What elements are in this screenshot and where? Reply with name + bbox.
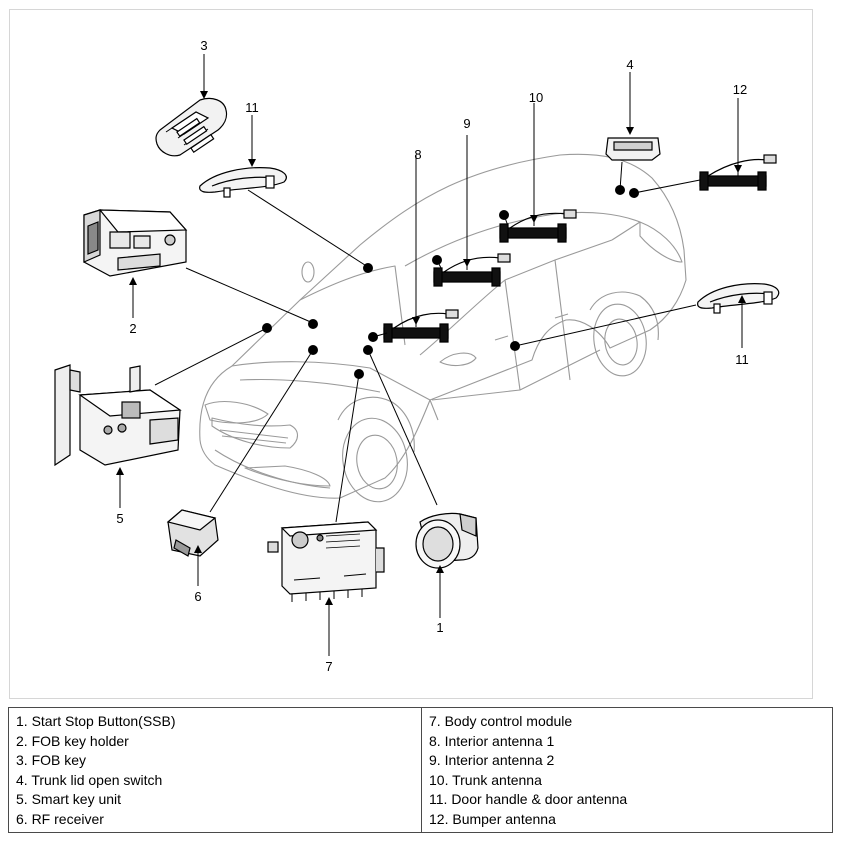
location-dot xyxy=(629,188,639,198)
callout-5: 5 xyxy=(116,511,123,526)
interior-antenna-2-illustration xyxy=(433,253,511,287)
location-dot xyxy=(262,323,272,333)
door-handle-right-illustration xyxy=(697,283,780,314)
trunk-antenna-illustration xyxy=(499,209,577,243)
callout-10: 10 xyxy=(529,90,543,105)
door-handle-left-illustration xyxy=(199,167,287,198)
trunk-lid-switch-illustration xyxy=(605,137,661,161)
legend-item: 11. Door handle & door antenna xyxy=(429,791,628,807)
body-control-module-illustration xyxy=(267,521,385,602)
callout-7: 7 xyxy=(325,659,332,674)
legend-column-right: 7. Body control module 8. Interior anten… xyxy=(422,708,832,832)
legend-item: 9. Interior antenna 2 xyxy=(429,752,555,768)
location-dots xyxy=(262,185,639,379)
legend-item: 12. Bumper antenna xyxy=(429,810,556,827)
callout-12: 12 xyxy=(733,82,747,97)
legend-column-left: 1. Start Stop Button(SSB) 2. FOB key hol… xyxy=(9,708,422,832)
location-dot xyxy=(615,185,625,195)
callout-4: 4 xyxy=(626,57,633,72)
legend-table: 1. Start Stop Button(SSB) 2. FOB key hol… xyxy=(8,707,833,833)
location-dot xyxy=(363,263,373,273)
legend-item: 4. Trunk lid open switch xyxy=(16,771,163,788)
location-dot xyxy=(499,210,509,220)
legend-item: 2. FOB key holder xyxy=(16,732,129,749)
location-dot xyxy=(354,369,364,379)
legend-item: 5. Smart key unit xyxy=(16,791,122,807)
location-dot xyxy=(363,345,373,355)
legend-item: 1. Start Stop Button(SSB) xyxy=(16,713,176,729)
callout-numbers: 3 11 2 5 6 7 1 8 9 10 4 12 11 xyxy=(116,38,748,674)
bumper-antenna-illustration xyxy=(699,154,777,191)
diagram-frame xyxy=(9,9,813,699)
callout-11-right: 11 xyxy=(735,352,749,367)
smart-key-unit-illustration xyxy=(54,364,182,467)
callout-8: 8 xyxy=(414,147,421,162)
location-dot xyxy=(432,255,442,265)
car-illustration xyxy=(199,153,687,503)
callout-1: 1 xyxy=(436,620,443,635)
legend-item: 8. Interior antenna 1 xyxy=(429,732,555,749)
legend-item: 3. FOB key xyxy=(16,752,87,768)
callout-3: 3 xyxy=(200,38,207,53)
location-dot xyxy=(308,345,318,355)
legend-item: 7. Body control module xyxy=(429,713,573,729)
location-dot xyxy=(368,332,378,342)
start-stop-button-illustration xyxy=(415,512,479,569)
callout-2: 2 xyxy=(129,321,136,336)
callout-11-left: 11 xyxy=(245,100,259,115)
legend-item: 6. RF receiver xyxy=(16,810,104,827)
callout-9: 9 xyxy=(463,116,470,131)
fob-key-holder-illustration xyxy=(83,209,188,277)
interior-antenna-1-illustration xyxy=(383,309,459,343)
fob-key-illustration xyxy=(155,97,228,157)
location-dot xyxy=(308,319,318,329)
location-dot xyxy=(510,341,520,351)
rf-receiver-illustration xyxy=(166,509,219,557)
callout-arrows xyxy=(116,54,746,656)
legend-item: 10. Trunk antenna xyxy=(429,771,542,788)
components-diagram: 3 11 2 5 6 7 1 8 9 10 4 12 11 xyxy=(54,38,780,674)
callout-6: 6 xyxy=(194,589,201,604)
